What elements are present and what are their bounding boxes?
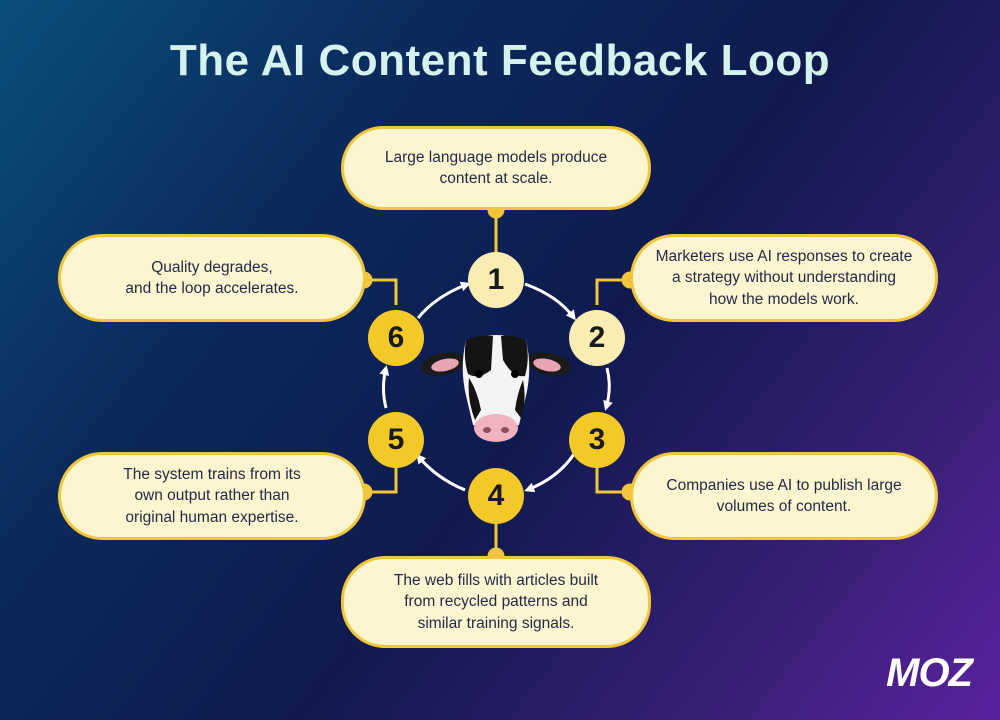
connector-5: [364, 467, 398, 494]
step-5-node: 5: [368, 412, 424, 468]
arrow-icon: [524, 453, 576, 493]
loop-arrows: [379, 281, 613, 493]
step-3-node: 3: [569, 412, 625, 468]
step-1-node: 1: [468, 252, 524, 308]
step-3-text: Companies use AI to publish large: [666, 476, 902, 494]
arrow-icon: [379, 365, 390, 409]
step-4-node: 4: [468, 468, 524, 524]
step-5-box: The system trains from its own output rat…: [58, 452, 366, 540]
step-6-text: Quality degrades,: [151, 258, 273, 276]
cow-icon: [421, 335, 571, 442]
arrow-icon: [416, 453, 466, 492]
step-3-box: Companies use AI to publish large volumes…: [630, 452, 938, 540]
step-5-text: The system trains from its: [123, 465, 301, 483]
step-3-text: volumes of content.: [716, 498, 852, 515]
arrow-icon: [416, 281, 471, 319]
connector-2: [595, 278, 630, 305]
arrow-icon: [603, 367, 613, 411]
step-6-text: and the loop accelerates.: [125, 280, 299, 297]
step-6-box: Quality degrades, and the loop accelerate…: [58, 234, 366, 322]
step-4-box: The web fills with articles built from re…: [341, 556, 651, 648]
step-1-text: content at scale.: [439, 170, 553, 187]
connector-6: [364, 278, 398, 305]
step-4-text: from recycled patterns and: [404, 593, 588, 611]
step-2-box: Marketers use AI responses to create a st…: [630, 234, 938, 322]
step-6-node: 6: [368, 310, 424, 366]
step-2-text: how the models work.: [709, 290, 859, 308]
page-title: The AI Content Feedback Loop: [169, 36, 831, 85]
step-5-text: original human expertise.: [125, 508, 299, 526]
step-5-text: own output rather than: [134, 487, 290, 505]
step-4-text: similar training signals.: [417, 614, 575, 632]
step-1-text: Large language models produce: [384, 148, 608, 166]
step-2-text: a strategy without understanding: [671, 269, 896, 287]
arrow-icon: [524, 282, 576, 321]
connector-3: [595, 467, 630, 494]
step-1-box: Large language models produce content at …: [341, 126, 651, 210]
moz-logo: MOZ: [886, 651, 973, 695]
step-2-node: 2: [569, 310, 625, 366]
step-4-text: The web fills with articles built: [393, 571, 599, 589]
step-2-text: Marketers use AI responses to create: [655, 247, 913, 265]
